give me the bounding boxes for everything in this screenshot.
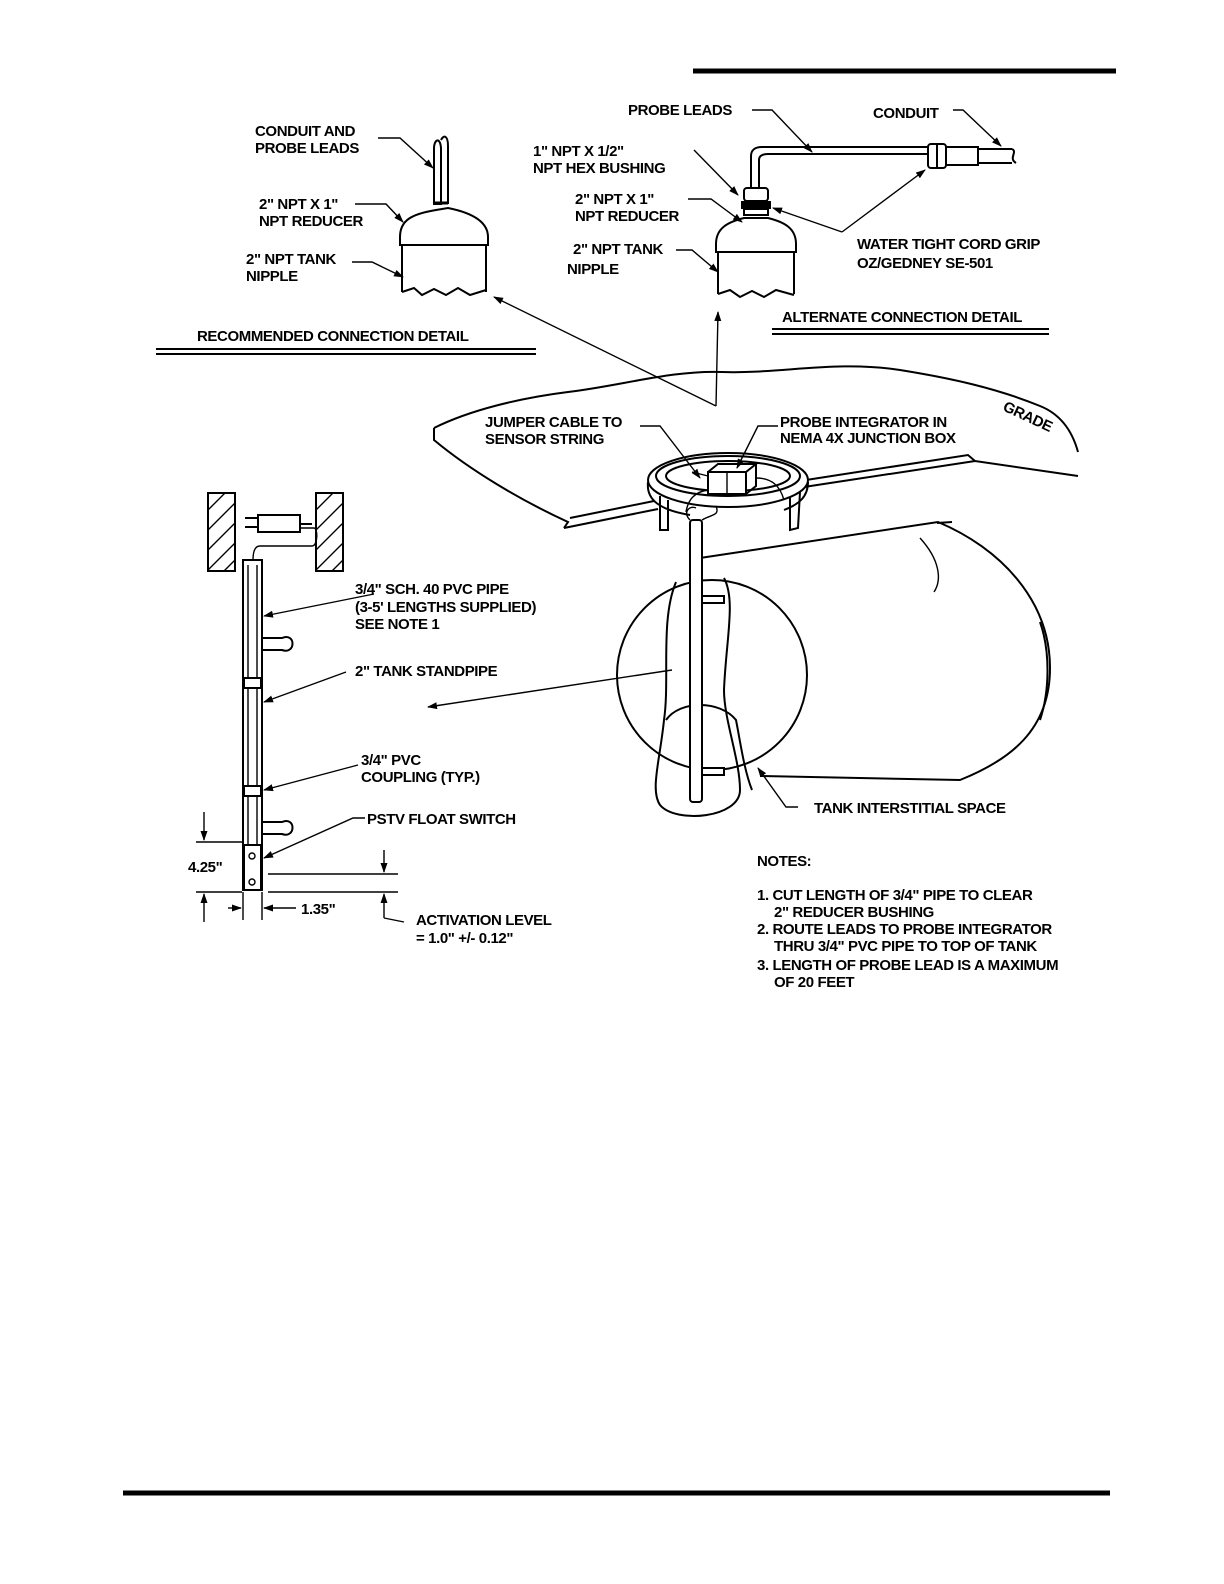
reducer-right-label: 2" NPT X 1" NPT REDUCER [575,191,680,225]
coupling-label: 3/4" PVC COUPLING (TYP.) [361,752,480,786]
interstitial-layer [665,704,753,791]
notes-block: NOTES: 1. CUT LENGTH OF 3/4" PIPE TO CLE… [757,853,1062,991]
probe-pipe [689,519,703,803]
conduit-pipe [433,139,442,205]
detail-magnifier [616,579,808,771]
arrow-to-recommended [493,296,717,407]
standpipe-integrator [257,514,301,533]
note-3: 3. LENGTH OF PROBE LEAD IS A MAXIMUM OF … [757,957,1062,991]
float-switch-label: PSTV FLOAT SWITCH [367,811,516,828]
tank-body [699,520,1052,782]
conduit-label: CONDUIT [873,105,939,122]
tank-perspective: GRADE JUMPER CABLE TO SENSOR STR [433,365,1079,817]
recommended-connection-detail: CONDUIT AND PROBE LEADS 2" NPT X 1" NPT … [156,123,536,355]
arrow-to-alternate [714,311,722,407]
conduit-and-probe-leads-label: CONDUIT AND PROBE LEADS [255,123,359,157]
manhole-collar-left [659,496,669,531]
pvc-pipe [242,559,263,891]
tank-interstitial-label: TANK INTERSTITIAL SPACE [814,800,1006,817]
standpipe-label: 2" TANK STANDPIPE [355,663,498,680]
pvc-pipe-label: 3/4" SCH. 40 PVC PIPE (3-5' LENGTHS SUPP… [355,581,540,633]
cord-grip-nut [741,201,771,209]
alternate-detail-title: ALTERNATE CONNECTION DETAIL [782,309,1022,326]
reducer-right [715,217,797,253]
nipple-break-right [717,288,795,299]
nipple-right-label: 2" NPT TANK NIPPLE [567,241,667,278]
jumper-cable-label: JUMPER CABLE TO SENSOR STRING [485,414,626,448]
manhole-collar-right [789,491,801,532]
standpipe-section: 3/4" SCH. 40 PVC PIPE (3-5' LENGTHS SUPP… [188,492,555,947]
arrow-to-standpipe-detail [427,669,673,710]
note-1: 1. CUT LENGTH OF 3/4" PIPE TO CLEAR 2" R… [757,887,1036,921]
activation-level-label: ACTIVATION LEVEL = 1.0" +/- 0.12" [416,912,555,947]
grade-surface [433,365,1079,453]
recommended-detail-title: RECOMMENDED CONNECTION DETAIL [197,328,469,345]
probe-leads-cable [750,146,928,190]
notes-heading: NOTES: [757,853,811,870]
float-switch [243,844,262,891]
probe-integrator-label: PROBE INTEGRATOR IN NEMA 4X JUNCTION BOX [780,414,956,447]
probe-leads-label: PROBE LEADS [628,102,732,119]
dim-width-label: 1.35" [301,901,336,918]
hex-bushing [743,187,769,202]
reducer-left-label: 2" NPT X 1" NPT REDUCER [259,196,364,230]
grade-label: GRADE [1000,398,1055,436]
tank-end-cap [654,577,742,817]
tank-top-slab [563,459,1079,529]
alternate-connection-detail: PROBE LEADS CONDUIT 1" NPT X 1/2" NPT HE… [533,102,1049,335]
dim-height-label: 4.25" [188,859,223,876]
nipple-left-label: 2" NPT TANK NIPPLE [246,251,340,285]
coupling-1 [243,677,262,689]
conduit-break [1011,148,1017,164]
note-2: 2. ROUTE LEADS TO PROBE INTEGRATOR THRU … [757,921,1056,955]
hex-bushing-label: 1" NPT X 1/2" NPT HEX BUSHING [533,143,665,177]
reducer-left [399,206,489,246]
coupling-2 [243,785,262,797]
cord-grip-label: WATER TIGHT CORD GRIP OZ/GEDNEY SE-501 [857,236,1044,272]
nipple-break-left [401,286,487,297]
